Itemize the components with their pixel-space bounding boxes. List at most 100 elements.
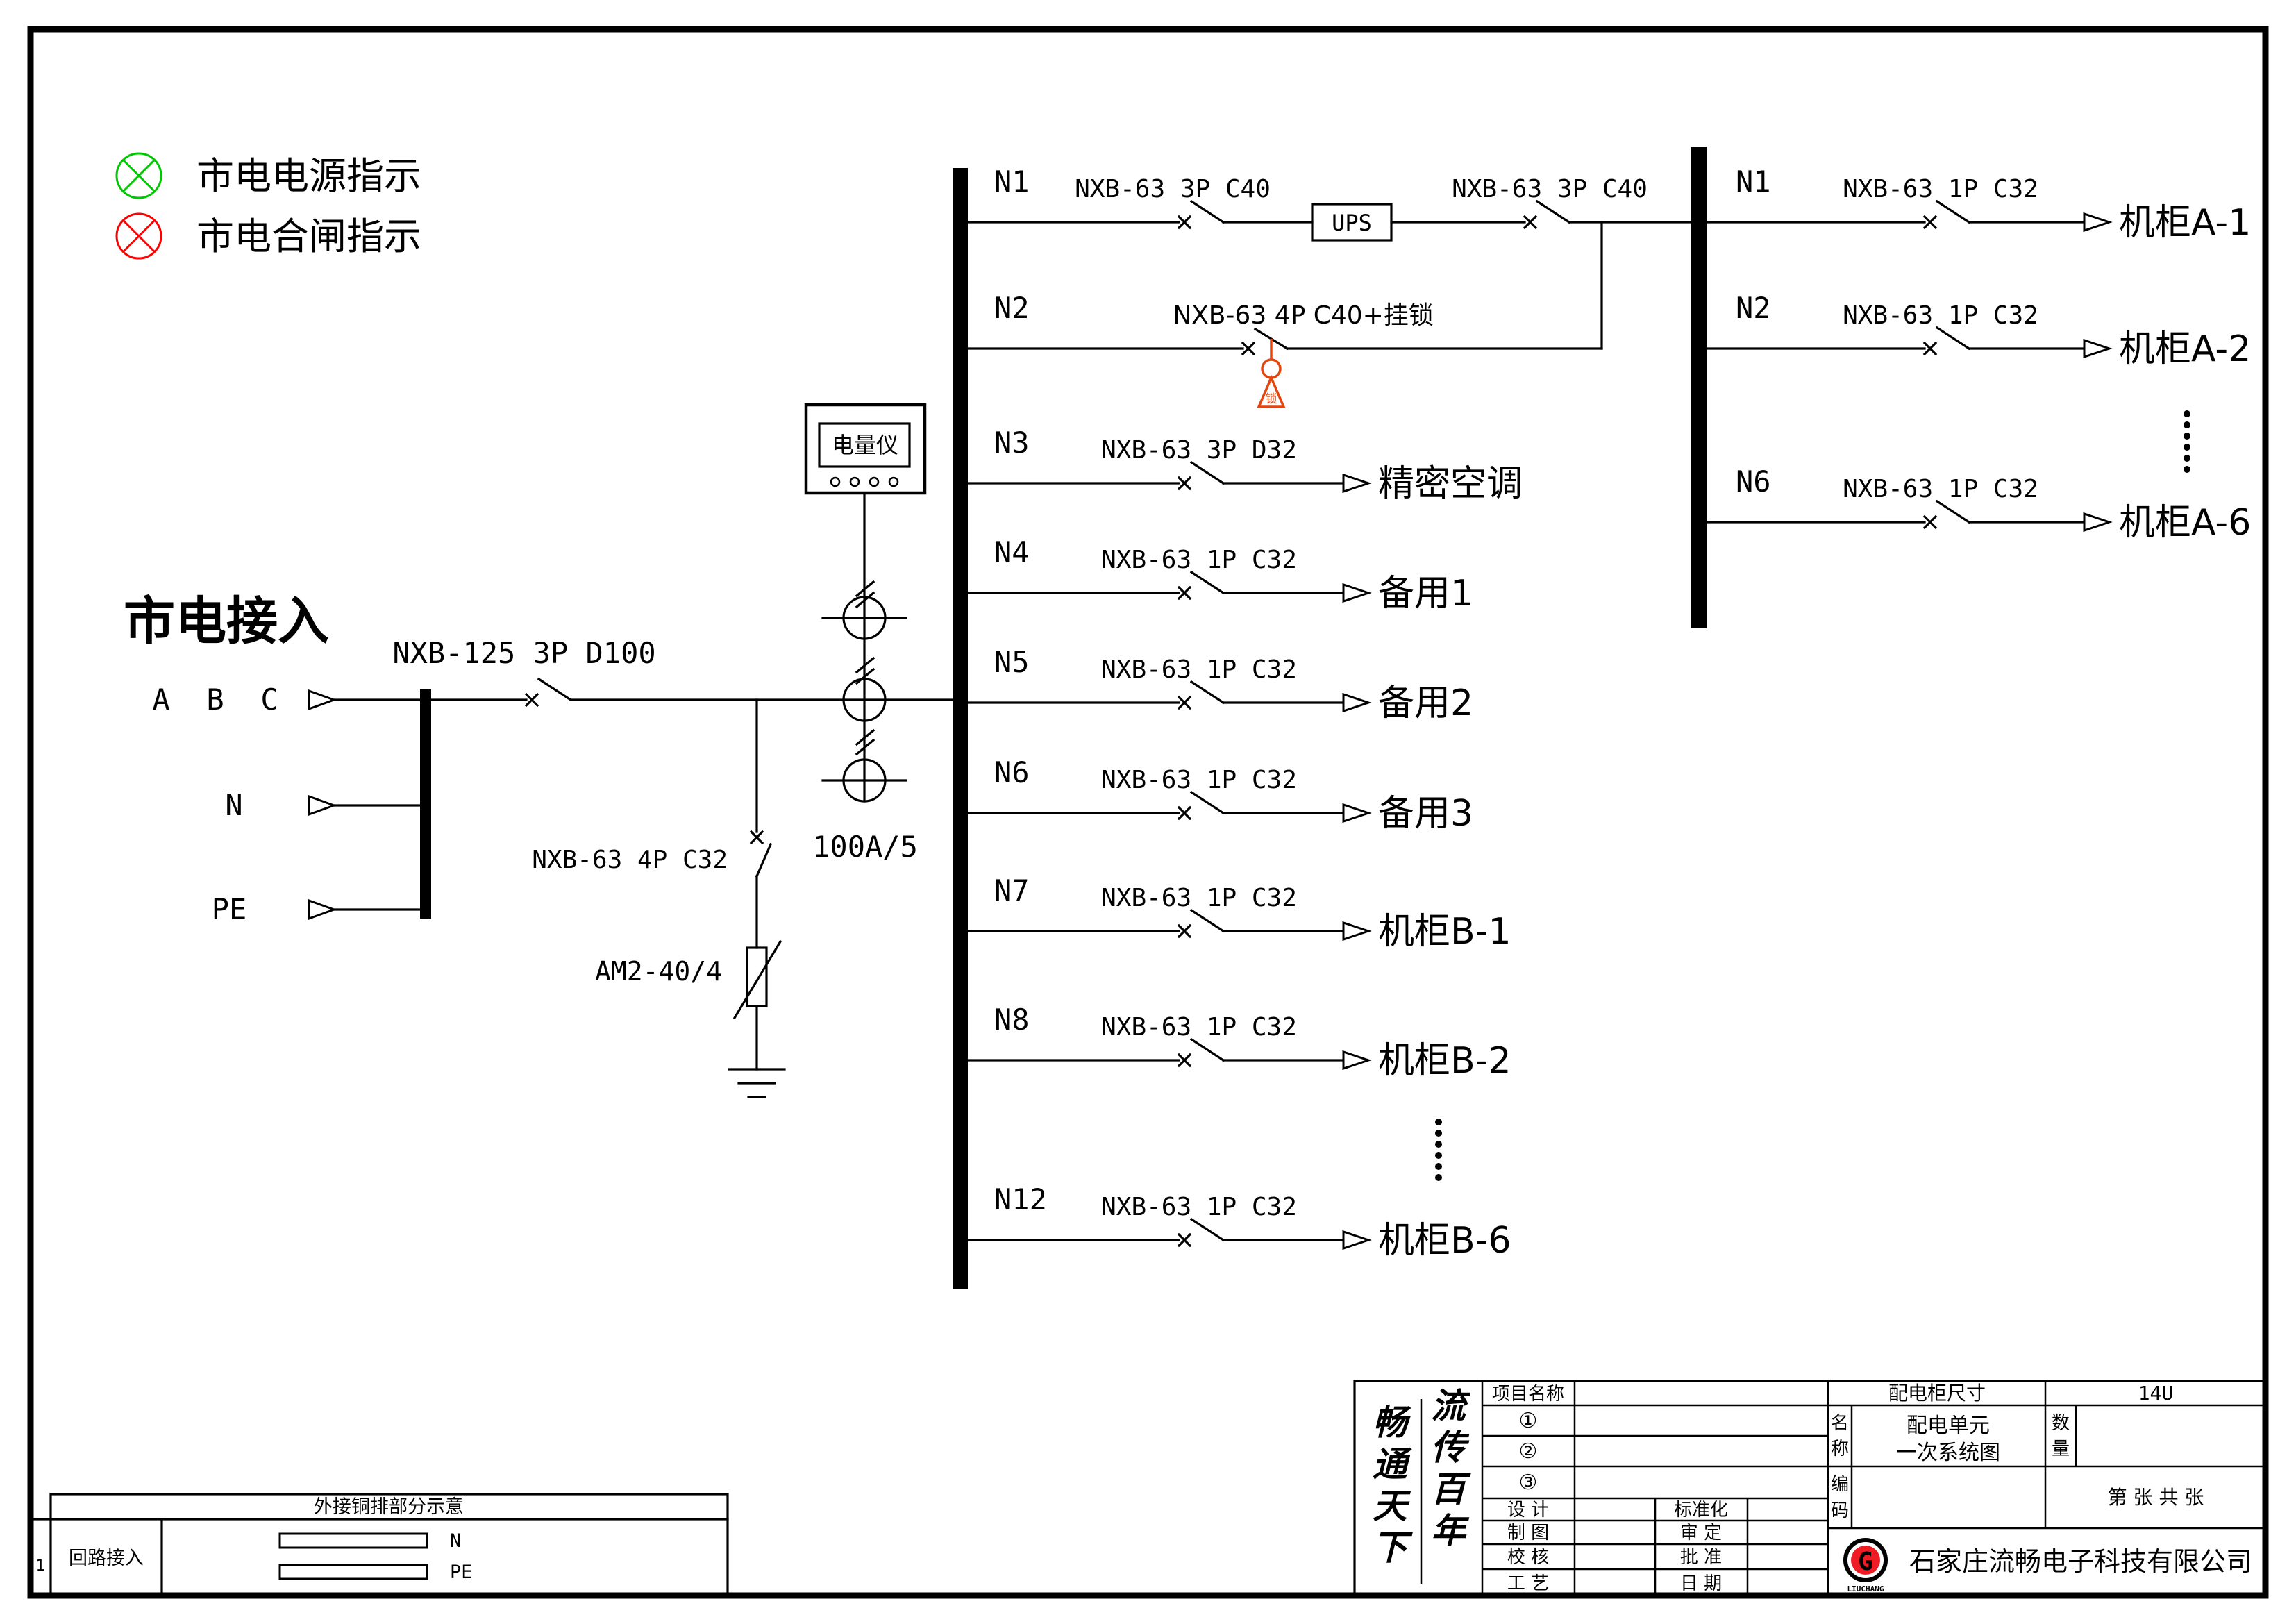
incoming-title: 市电接入: [124, 592, 329, 651]
branch-id-label: N1: [994, 165, 1030, 199]
arrow-icon: [1342, 803, 1372, 823]
breaker-symbol: [1177, 680, 1225, 710]
sub-bus-branch: N1 NXB-63 1P C32 机柜A-1: [1705, 165, 2251, 244]
main-bus-branch: N7 NXB-63 1P C32 机柜B-1: [966, 873, 1511, 953]
breaker-symbol: [1177, 1217, 1225, 1248]
slogan-char: 下: [1373, 1527, 1413, 1568]
title-block-outline: [1353, 1380, 2267, 1596]
row1-label: ①: [1519, 1409, 1538, 1433]
branch-id-label: N8: [994, 1003, 1030, 1037]
branch-id-label: N5: [994, 645, 1030, 679]
main-bus-branch: N8 NXB-63 1P C32 机柜B-2: [966, 1003, 1511, 1082]
name-label-char: 名: [1831, 1413, 1849, 1434]
branch-breaker-label: NXB-63 1P C32: [1101, 1013, 1297, 1041]
arrow-icon: [1342, 1230, 1372, 1250]
closing-lamp-cross-icon: [121, 219, 156, 253]
branch-breaker-label: NXB-63 1P C32: [1101, 766, 1297, 794]
main-bus-branch: N12 NXB-63 1P C32 机柜B-6: [966, 1182, 1511, 1262]
main-bus-branch: N5 NXB-63 1P C32 备用2: [966, 645, 1473, 724]
padlock-char: 锁: [1266, 392, 1277, 406]
arrow-icon: [2083, 212, 2113, 233]
title-block-grid: [1420, 1381, 2265, 1594]
copper-bar-pe-label: PE: [450, 1562, 473, 1583]
pe-label: PE: [212, 892, 247, 926]
phase-c-label: C: [260, 683, 278, 717]
branch-load-label: 机柜B-2: [1378, 1040, 1511, 1082]
copper-table-title: 外接铜排部分示意: [314, 1496, 464, 1518]
copper-table-grid: [29, 1518, 729, 1597]
meter-terminal-icon: [869, 476, 880, 487]
main-breaker-symbol: [524, 677, 573, 708]
standard-label: 标准化: [1674, 1500, 1728, 1521]
main-breaker-label: NXB-125 3P D100: [392, 636, 655, 670]
input-busbar: [420, 689, 431, 919]
cabinet-size-value: 14U: [2138, 1382, 2174, 1405]
branch-load-label: 机柜A-6: [2119, 502, 2251, 544]
closing-lamp-icon: [115, 212, 162, 260]
branch-n1-ups: N1 NXB-63 3P C40 UPS NXB-63 3P C40: [966, 165, 1693, 350]
varistor-body: [746, 946, 768, 1007]
branch-load-label: 机柜B-6: [1378, 1220, 1511, 1262]
slogan-char: 百: [1431, 1469, 1471, 1509]
meter-terminal-icon: [830, 476, 841, 487]
meter-terminal-icon: [849, 476, 860, 487]
ct-ratio-label: 100A/5: [812, 830, 918, 864]
power-lamp-cross-icon: [121, 158, 156, 193]
breaker-symbol: [1177, 199, 1225, 230]
arrow-icon: [2083, 338, 2113, 359]
row3-label: ③: [1519, 1471, 1538, 1495]
meter-terminal-icon: [888, 476, 899, 487]
branch-breaker-label: NXB-63 1P C32: [1843, 301, 2038, 330]
main-bus-branch: N3 NXB-63 3P D32 精密空调: [966, 426, 1523, 505]
branch-breaker-label: NXB-63 1P C32: [1843, 175, 2038, 203]
legend-power-label: 市电电源指示: [196, 154, 421, 198]
copper-row-label: 回路接入: [69, 1548, 144, 1569]
incoming-section: 市电接入 A B C N PE NXB-125 3P D100 NXB-63 4…: [124, 403, 954, 1098]
project-name-label: 项目名称: [1492, 1384, 1564, 1405]
qty-label-char: 数: [2052, 1413, 2070, 1434]
ground-icon: [728, 1068, 786, 1098]
main-busbar: [953, 168, 968, 1289]
branch-breaker-label: NXB-63 3P C40: [1075, 175, 1271, 203]
copper-bar-pe: [278, 1564, 428, 1580]
legend: 市电电源指示 市电合闸指示: [115, 152, 421, 260]
drawing-name-line1: 配电单元: [1907, 1414, 1990, 1438]
qty-label-char: 量: [2052, 1439, 2070, 1459]
ups-label: UPS: [1332, 210, 1372, 236]
branch-n2-bypass: N2 NXB-63 4P C40+挂锁 锁: [966, 291, 1603, 408]
surge-breaker-symbol: [749, 830, 773, 878]
branch-load-label: 精密空调: [1378, 463, 1523, 505]
company-logo: G LIUCHANG: [1843, 1538, 1888, 1593]
slogan-char: 流: [1431, 1386, 1471, 1426]
branch-load-label: 机柜A-1: [2119, 202, 2251, 244]
branch-breaker-label: NXB-63 1P C32: [1843, 475, 2038, 503]
ups-box: [1311, 203, 1393, 242]
left-branch-ellipsis: [1435, 1119, 1442, 1181]
code-label-char: 码: [1831, 1500, 1849, 1521]
date-label: 日 期: [1680, 1573, 1722, 1594]
slogan-char: 年: [1431, 1511, 1470, 1551]
craft-label: 工 艺: [1507, 1573, 1549, 1594]
branch-id-label: N2: [1736, 291, 1771, 325]
company-name: 石家庄流畅电子科技有限公司: [1909, 1546, 2252, 1577]
arrow-icon: [1342, 1050, 1372, 1071]
arrow-icon: [2083, 512, 2113, 533]
input-arrow-icon: [308, 898, 337, 921]
breaker-symbol: [1177, 1037, 1225, 1068]
branch-breaker-label: NXB-63 1P C32: [1101, 884, 1297, 912]
arrow-icon: [1342, 473, 1372, 494]
slogan-char: 通: [1373, 1444, 1412, 1484]
phase-a-label: A: [152, 683, 169, 717]
name-label-char: 称: [1831, 1439, 1849, 1459]
branch-breaker-label: NXB-63 4P C40+挂锁: [1173, 301, 1434, 330]
breaker-symbol: [1177, 908, 1225, 939]
phase-b-label: B: [206, 683, 224, 717]
meter-display: [818, 422, 911, 468]
main-bus-branch: N4 NXB-63 1P C32 备用1: [966, 535, 1473, 614]
ct-icon: [842, 678, 887, 722]
branch-id-label: N1: [1736, 165, 1771, 199]
branch-load-label: 机柜B-1: [1378, 911, 1511, 953]
branch-load-label: 备用2: [1378, 683, 1473, 724]
breaker-symbol: [1177, 790, 1225, 821]
